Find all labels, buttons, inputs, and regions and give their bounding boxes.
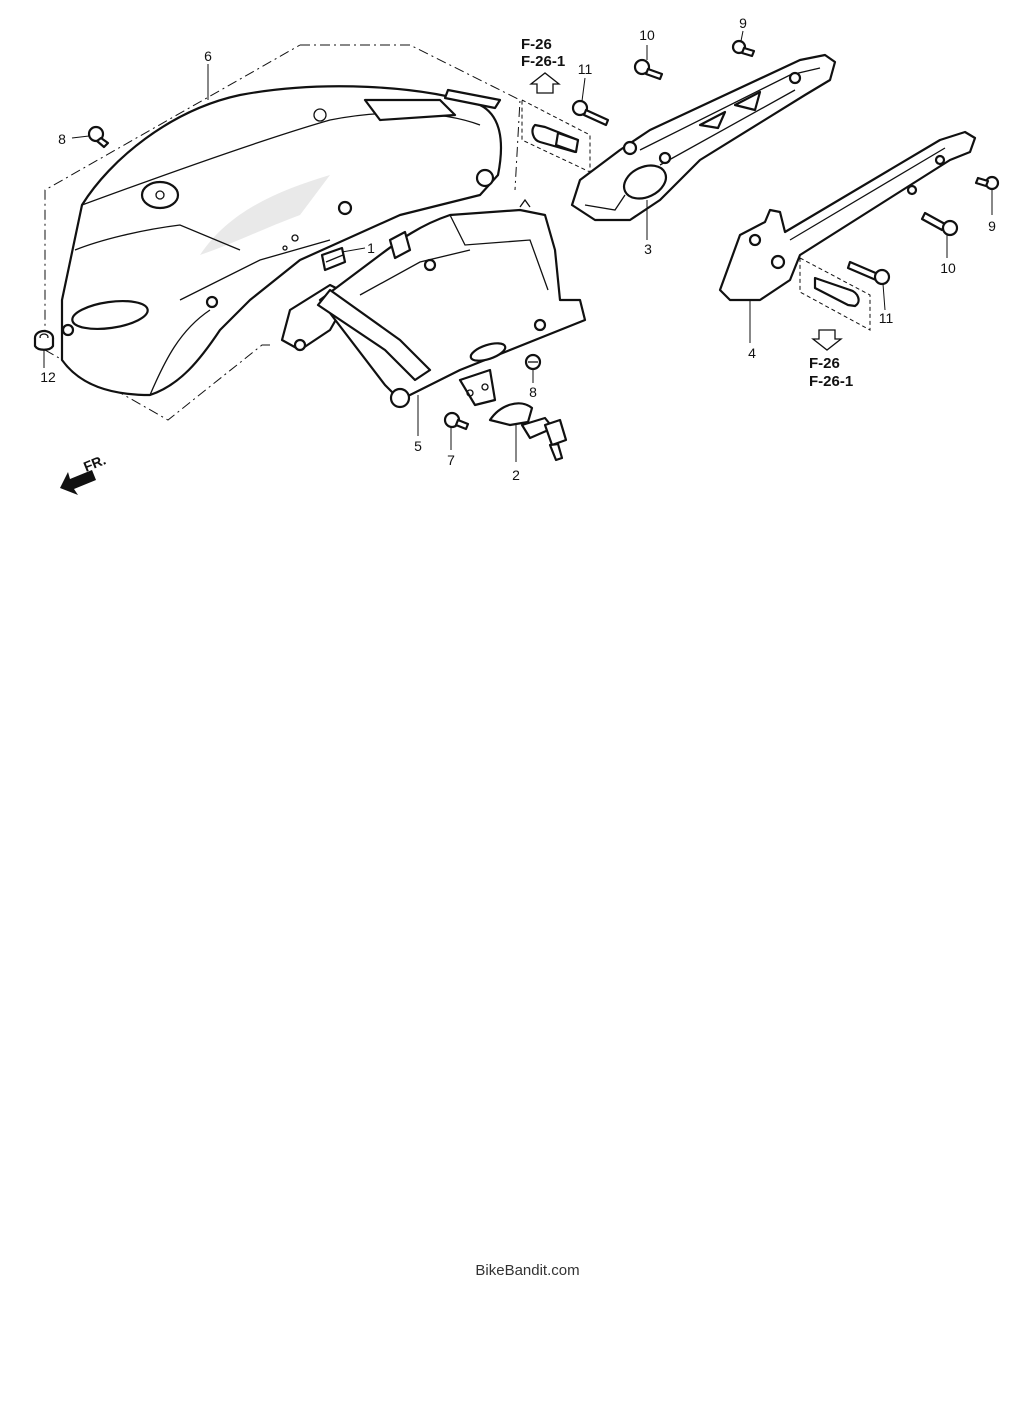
cowl-enclosure-outline bbox=[44, 44, 521, 421]
bolt-8-lower bbox=[524, 353, 542, 371]
seat-lock-cylinder bbox=[458, 368, 568, 462]
callout-11-upper: 11 bbox=[578, 61, 593, 77]
grab-rail-left bbox=[718, 130, 977, 302]
ref-box-lower bbox=[799, 257, 871, 331]
nut-12 bbox=[33, 329, 55, 351]
bolt-9-upper bbox=[731, 39, 756, 58]
callout-5: 5 bbox=[414, 438, 422, 454]
parts-diagram: FR. 6 8 12 1 5 7 2 8 10 9 11 3 4 10 11 9… bbox=[33, 15, 1000, 495]
bolt-9-right bbox=[974, 175, 1000, 191]
front-direction-label: FR. bbox=[81, 451, 108, 474]
ref-bottom-a: F-26 bbox=[809, 355, 840, 372]
bolt-10-right bbox=[920, 211, 959, 237]
front-direction-arrow-icon bbox=[60, 470, 96, 495]
leader-lines bbox=[43, 30, 993, 462]
ref-arrow-down-icon bbox=[811, 329, 843, 351]
callout-2: 2 bbox=[512, 467, 520, 483]
bolt-8-upper bbox=[87, 125, 110, 149]
callout-1: 1 bbox=[367, 240, 375, 256]
collar-bolt-11-lower bbox=[846, 260, 891, 286]
seat-stay-frame bbox=[280, 198, 587, 409]
callout-8-upper: 8 bbox=[58, 131, 66, 147]
grab-rail-right bbox=[570, 53, 837, 222]
callout-4: 4 bbox=[748, 345, 756, 361]
callout-9-upper: 9 bbox=[739, 15, 747, 31]
callout-8-lower: 8 bbox=[529, 384, 537, 400]
ref-bottom-b: F-26-1 bbox=[809, 373, 853, 390]
callout-10-upper: 10 bbox=[639, 27, 655, 43]
callout-12: 12 bbox=[40, 369, 56, 385]
ref-arrow-up-icon bbox=[529, 72, 561, 94]
callout-11-lower: 11 bbox=[879, 310, 894, 326]
cowl-clip bbox=[320, 246, 347, 272]
callout-6: 6 bbox=[204, 48, 212, 64]
bolt-7 bbox=[443, 411, 470, 431]
footer-credit: BikeBandit.com bbox=[475, 1262, 580, 1279]
callout-10-right: 10 bbox=[940, 260, 956, 276]
callout-9-right: 9 bbox=[988, 218, 996, 234]
callout-7: 7 bbox=[447, 452, 455, 468]
collar-bolt-11-upper bbox=[571, 99, 610, 127]
bolt-10-upper bbox=[633, 58, 664, 81]
rear-cowl bbox=[60, 85, 503, 397]
ref-top-b: F-26-1 bbox=[521, 53, 565, 70]
callout-3: 3 bbox=[644, 241, 652, 257]
ref-box-upper bbox=[521, 99, 591, 173]
ref-top-a: F-26 bbox=[521, 36, 552, 53]
